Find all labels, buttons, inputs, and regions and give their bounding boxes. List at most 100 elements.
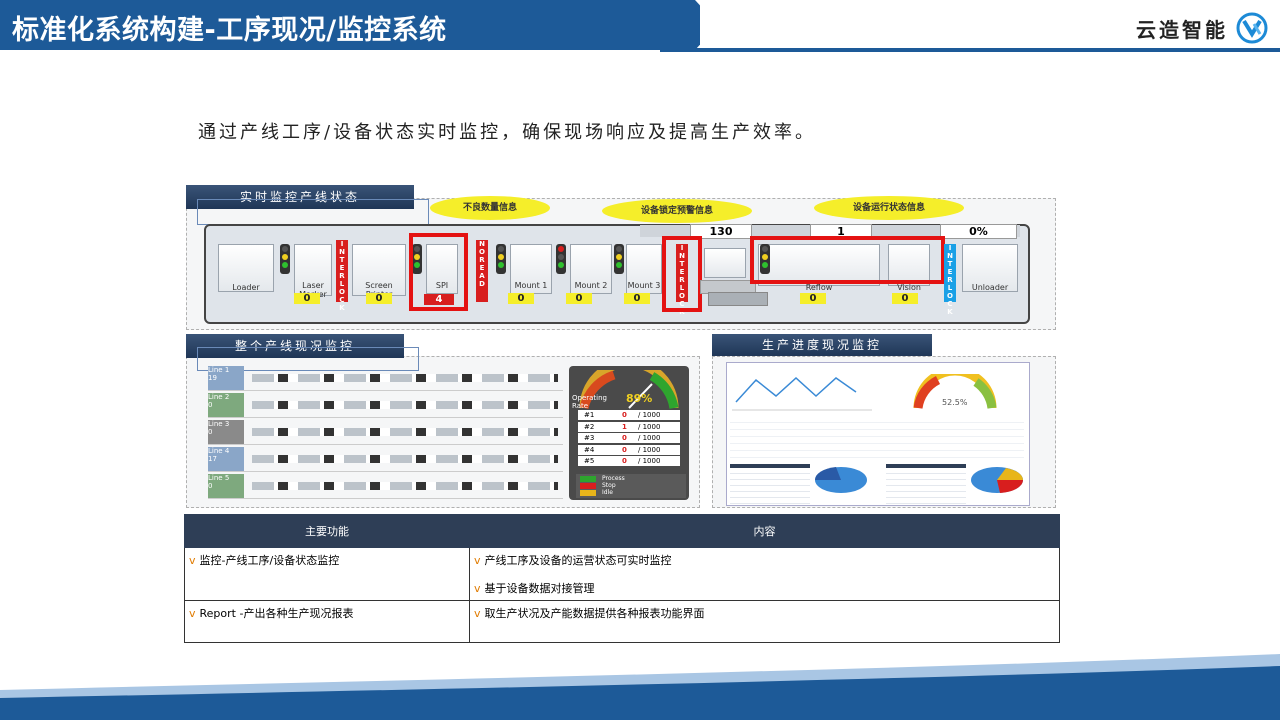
header-band: [0, 0, 700, 50]
signal-light: [496, 244, 506, 274]
bullet-icon: v: [474, 607, 481, 620]
station-count: 0: [566, 293, 592, 304]
subtitle: 通过产线工序/设备状态实时监控，确保现场响应及提高生产效率。: [198, 122, 817, 143]
logo-text: 云造智能: [1136, 18, 1228, 42]
callout-run-status: 设备运行状态信息: [814, 196, 964, 220]
progress-tab: 生产进度现况监控: [712, 334, 932, 356]
station-count: 0: [508, 293, 534, 304]
legend-swatch-process: [580, 476, 596, 482]
feature-content: 取生产状况及产能数据提供各种报表功能界面: [484, 607, 705, 620]
col-header-function: 主要功能: [184, 514, 470, 548]
station-label: Mount 1: [514, 281, 548, 290]
status-legend: Process Stop Idle: [576, 474, 686, 498]
progress-gauge: [913, 374, 997, 409]
station-count: 0: [294, 293, 320, 304]
station-unloader[interactable]: Unloader: [962, 244, 1018, 292]
line-status-tab: 实时监控产线状态: [186, 185, 414, 209]
line-status-tab-frame: [197, 199, 429, 225]
station-label: Vision: [897, 283, 921, 292]
line-name: Line 3: [208, 420, 230, 428]
footer-wave: [0, 654, 1280, 720]
line-name: Line 5: [208, 474, 230, 482]
line-num: 0: [208, 428, 213, 436]
station-mount-1[interactable]: Mount 1: [510, 244, 552, 294]
legend-label: Process: [602, 475, 625, 482]
lot-table-right: [886, 464, 966, 504]
feature-content: 产线工序及设备的运营状态可实时监控: [484, 554, 672, 567]
line-num: 0: [208, 401, 213, 409]
line-num: 19: [208, 374, 217, 382]
bullet-icon: v: [189, 607, 196, 620]
overview-tab: 整个产线现况监控: [186, 334, 404, 358]
station-count: 0: [892, 293, 918, 304]
station-buffer: [704, 248, 746, 278]
station-label: SPI: [435, 281, 449, 290]
progress-gauge-value: 52.5%: [942, 398, 968, 407]
station-label: Mount 3: [627, 281, 661, 290]
legend-label: Stop: [602, 482, 616, 489]
signal-light: [614, 244, 624, 274]
station-label: Unloader: [971, 283, 1009, 292]
station-count: 0: [366, 293, 392, 304]
highlight-spi: [409, 233, 468, 311]
legend-swatch-idle: [580, 490, 596, 496]
overview-tab-frame: [197, 347, 419, 371]
station-mount-3[interactable]: Mount 3: [626, 244, 662, 294]
station-mount-2[interactable]: Mount 2: [570, 244, 612, 294]
operating-rate-value: 89%: [626, 392, 653, 405]
callout-lock-warning: 设备锁定预警信息: [602, 199, 752, 223]
signal-light: [760, 244, 770, 274]
col-header-content: 内容: [469, 514, 1060, 548]
feature-func: 监控-产线工序/设备状态监控: [199, 554, 340, 567]
line-num: 17: [208, 455, 217, 463]
station-spi[interactable]: SPI: [426, 244, 458, 294]
buffer-bar: [708, 292, 768, 306]
bullet-icon: v: [474, 554, 481, 567]
signal-light: [412, 244, 422, 274]
station-count: 0: [624, 293, 650, 304]
line-name: Line 1: [208, 366, 230, 374]
page-title: 标准化系统构建-工序现况/监控系统: [12, 15, 447, 46]
station-reflow[interactable]: Reflow: [758, 244, 880, 292]
callout-defect-count: 不良数量信息: [430, 196, 550, 220]
line-name: Line 2: [208, 393, 230, 401]
station-count: 0: [800, 293, 826, 304]
pie-right: [971, 467, 1024, 493]
station-label: Loader: [232, 283, 260, 292]
bullet-icon: v: [474, 582, 481, 595]
legend-swatch-stop: [580, 483, 596, 489]
station-screen-printer[interactable]: Screen Printer: [352, 244, 406, 299]
counter-output: 130: [690, 224, 752, 239]
signal-light: [280, 244, 290, 274]
progress-line-chart: [732, 376, 872, 411]
header-rule: [660, 48, 1280, 52]
station-loader[interactable]: Loader: [218, 244, 274, 292]
lot-table-left: [730, 464, 810, 504]
operating-rate-gauge: [579, 370, 679, 410]
station-label: Reflow: [805, 283, 833, 292]
line-name: Line 4: [208, 447, 230, 455]
line-num: 0: [208, 482, 213, 490]
highlight-status: [750, 236, 945, 284]
station-count-spi: 4: [424, 294, 454, 305]
station-vision[interactable]: Vision: [888, 244, 930, 292]
feature-func: Report -产出各种生产现况报表: [199, 607, 354, 620]
legend-label: Idle: [602, 489, 613, 496]
station-laser-marker[interactable]: Laser Marker: [294, 244, 332, 299]
counter-rate: 0%: [940, 224, 1017, 239]
